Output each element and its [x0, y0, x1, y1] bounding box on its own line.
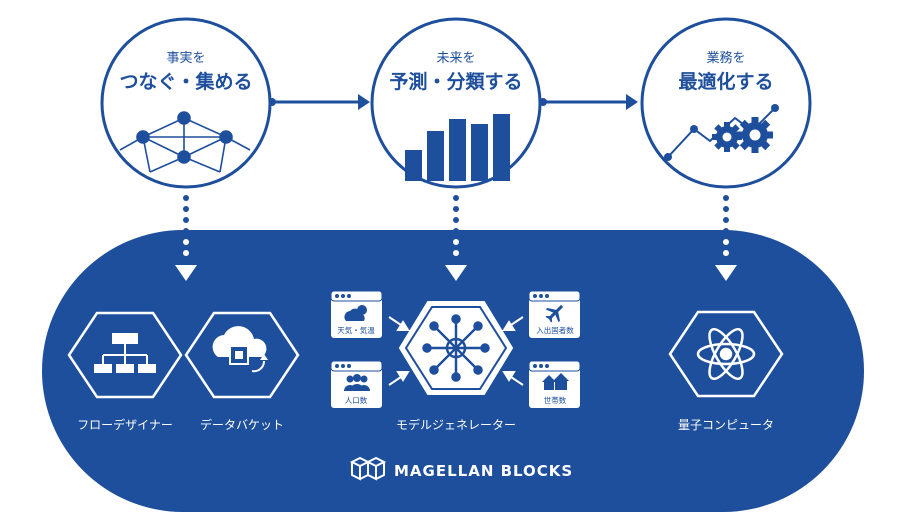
tool-data-bucket: データバケット: [184, 311, 300, 432]
logo-text: MAGELLAN BLOCKS: [394, 462, 573, 480]
tool-label-quantum-computer: 量子コンピュータ: [678, 418, 774, 432]
tool-label-model-generator: モデルジェネレーター: [396, 417, 516, 432]
cloud-chip-icon: [212, 326, 268, 373]
input-window-immigration: 入出国者数: [528, 290, 581, 338]
tool-model-generator: モデルジェネレーター: [396, 301, 516, 432]
gears-trend-icon: [664, 104, 779, 161]
step-1-line1: 事実を: [166, 50, 205, 66]
input-window-weather: 天気・気温: [330, 290, 383, 338]
bar-chart-icon: [405, 114, 510, 181]
weather-icon: [344, 305, 367, 321]
input-arrows: [388, 316, 524, 386]
flow-connectors: [268, 94, 638, 110]
input-window-population: 人口数: [330, 360, 383, 408]
network-graph-icon: [119, 111, 251, 173]
gear-icon: [712, 122, 742, 152]
step-circle-2: 未来を 予測・分類する: [370, 17, 542, 189]
houses-icon: [542, 373, 569, 390]
step-circle-3: 業務を 最適化する: [640, 17, 812, 189]
input-window-households: 世帯数: [528, 360, 581, 408]
tool-flow-designer: フローデザイナー: [67, 311, 183, 432]
step-3-line2: 最適化する: [678, 70, 773, 93]
step-3-line1: 業務を: [706, 50, 745, 66]
dotted-connector-2: [445, 195, 467, 281]
input-label-population: 人口数: [345, 395, 368, 405]
input-label-immigration: 入出国者数: [536, 325, 574, 335]
atom-icon: [696, 327, 756, 381]
tool-label-flow-designer: フローデザイナー: [77, 417, 173, 432]
step-1-line2: つなぐ・集める: [119, 70, 252, 93]
people-icon: [344, 374, 370, 391]
input-label-weather: 天気・気温: [337, 325, 375, 335]
dotted-connector-3: [715, 195, 737, 281]
gear-icon: [737, 117, 773, 153]
step-circle-1: 事実を つなぐ・集める: [100, 17, 272, 189]
dotted-connector-1: [175, 195, 197, 281]
step-2-line2: 予測・分類する: [389, 70, 522, 93]
blocks-logo-icon: [349, 456, 387, 481]
airplane-icon: [545, 304, 564, 323]
tool-label-data-bucket: データバケット: [200, 417, 284, 432]
flowchart-icon: [94, 333, 156, 373]
input-label-households: 世帯数: [544, 395, 567, 405]
neural-network-icon: [422, 314, 490, 382]
step-2-line1: 未来を: [436, 51, 475, 66]
magellan-blocks-logo: MAGELLAN BLOCKS: [349, 456, 573, 481]
dotted-connectors: [175, 195, 737, 281]
tool-quantum-computer: 量子コンピュータ: [668, 310, 784, 432]
